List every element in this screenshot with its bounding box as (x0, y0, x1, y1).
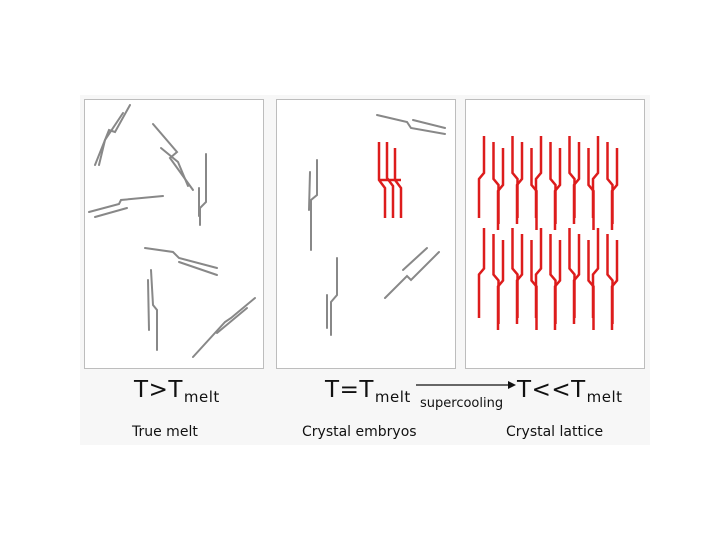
caption-crystal-embryos: Crystal embryos (302, 424, 417, 440)
lattice-chain (479, 228, 484, 318)
lattice-chain (612, 240, 617, 330)
condition-label-true-melt: T>Tmelt (134, 377, 220, 406)
lattice-chain (536, 136, 541, 218)
embryo-chains-illustration (277, 100, 457, 370)
lattice-chain (612, 148, 617, 230)
condition-label-crystal-lattice: T<<Tmelt (517, 377, 623, 406)
caption-true-melt: True melt (132, 424, 198, 440)
condition-label-crystal-embryos: T=Tmelt (325, 377, 411, 406)
lattice-chain (517, 234, 522, 324)
lattice-chain (498, 240, 503, 330)
lattice-chains-illustration (466, 100, 646, 370)
lattice-chain (593, 228, 598, 318)
caption-crystal-lattice: Crystal lattice (506, 424, 603, 440)
true-melt-panel (84, 99, 264, 369)
melt-chains-illustration (85, 100, 265, 370)
lattice-chain (517, 142, 522, 224)
lattice-chain (498, 148, 503, 230)
supercooling-label: supercooling (420, 396, 503, 411)
lattice-chain (555, 148, 560, 230)
phase-diagram: T>Tmelt T=Tmelt T<<Tmelt supercooling Tr… (80, 95, 650, 445)
lattice-chain (593, 136, 598, 218)
lattice-chain (555, 240, 560, 330)
lattice-chain (574, 234, 579, 324)
lattice-chain (574, 142, 579, 224)
lattice-chain (536, 228, 541, 318)
lattice-chain (479, 136, 484, 218)
crystal-embryos-panel (276, 99, 456, 369)
crystal-lattice-panel (465, 99, 645, 369)
supercooling-arrow (416, 378, 516, 392)
